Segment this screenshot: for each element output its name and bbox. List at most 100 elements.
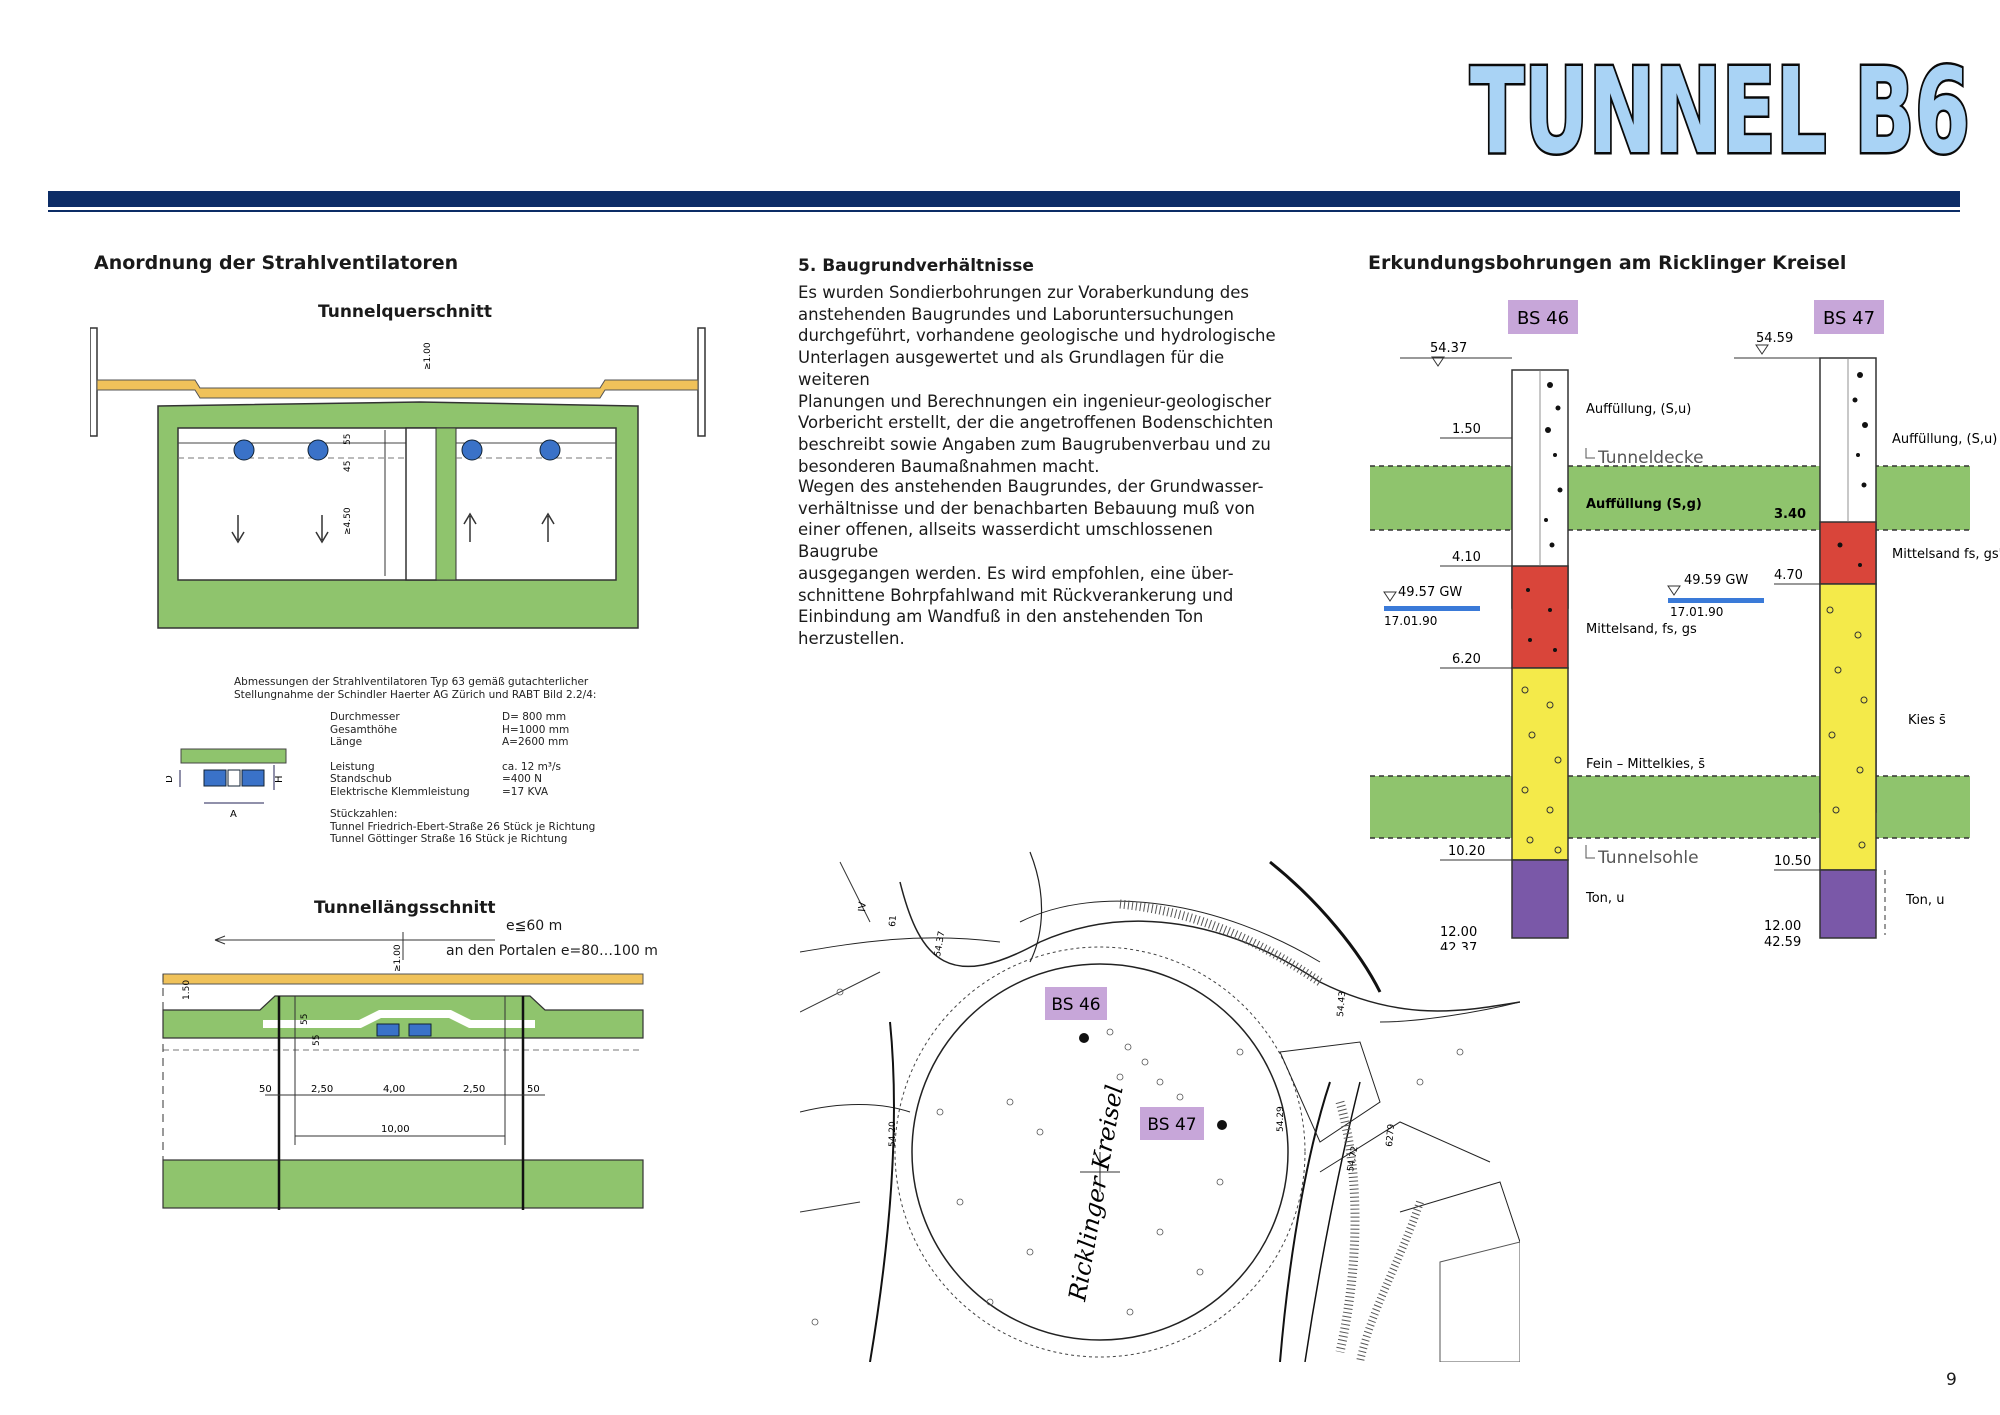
paragraph-1: Es wurden Sondierbohrungen zur Voraberku… xyxy=(798,282,1288,477)
borehole-profiles: BS 46 54.37 1.50 4.10 6.20 10.20 12.00 4… xyxy=(1370,300,2000,950)
spec-row: Standschub=400 N xyxy=(330,773,595,786)
bs46-gw-date: 17.01.90 xyxy=(1384,614,1437,628)
bs46-top: 54.37 xyxy=(1430,341,1467,356)
spec-row: Durchmesser D= 800 mm xyxy=(330,711,595,724)
text-line: Unterlagen ausgewertet und als Grundlage… xyxy=(798,348,1225,389)
map-label-bs46: BS 46 xyxy=(1051,995,1100,1015)
paragraph-2: Wegen des anstehenden Baugrundes, der Gr… xyxy=(798,476,1288,650)
spec-row: Länge A=2600 mm xyxy=(330,736,595,749)
long-dim-250a: 2,50 xyxy=(311,1084,333,1095)
count-line-2: Tunnel Göttinger Straße 16 Stück je Rich… xyxy=(330,833,568,845)
spec-label: Elektrische Klemmleistung xyxy=(330,785,470,798)
spec-value: =17 KVA xyxy=(502,785,549,798)
fan-dimension-sketch: D H A xyxy=(166,748,287,820)
text-line: ausgegangen werden. Es wird empfohlen, e… xyxy=(798,563,1234,583)
bs46-bottom: 42.37 xyxy=(1440,941,1477,950)
spec-value: =400 N xyxy=(502,773,543,785)
longitudinal-title: Tunnellängsschnitt xyxy=(314,898,496,918)
map-mark: 54.20 xyxy=(888,1121,898,1147)
long-dim-55b: 55 xyxy=(312,1035,322,1046)
tunnel-base-label: Tunnelsohle xyxy=(1597,848,1699,868)
counts-label: Stückzahlen: xyxy=(330,808,398,820)
text-line: Vorbericht erstellt, der die angetroffen… xyxy=(798,413,1274,433)
spec-row: Gesamthöhe H=1000 mm xyxy=(330,724,595,737)
fan-spec-table: Durchmesser D= 800 mm Gesamthöhe H=1000 mm… xyxy=(330,711,595,846)
bs46-layer: Ton, u xyxy=(1585,891,1624,906)
bs47-depth: 4.70 xyxy=(1774,568,1803,583)
spec-value: ca. 12 m³/s xyxy=(502,760,562,773)
bs47-gw: 49.59 GW xyxy=(1684,573,1748,588)
tunnel-longitudinal-drawing: ≥1.00 1.50 55 55 50 2,50 4,00 2,50 50 10… xyxy=(162,932,644,1210)
long-dim-250b: 2,50 xyxy=(463,1084,485,1095)
bs47-depth: 10.50 xyxy=(1774,854,1811,869)
bs46-depth: 10.20 xyxy=(1448,844,1485,859)
page-title: TUNNEL B6 xyxy=(1460,40,1980,183)
long-dim-400: 4,00 xyxy=(383,1084,405,1095)
cross-section-title: Tunnelquerschnitt xyxy=(318,302,493,322)
spec-row: Leistung ca. 12 m³/s xyxy=(330,761,595,774)
page-number: 9 xyxy=(1946,1370,1957,1390)
text-line: einer offenen, allseits wasserdicht umsc… xyxy=(798,520,1213,562)
text-line: beschreibt sowie Angaben zum Baugrubenve… xyxy=(798,434,1271,454)
bs47-layer: Mittelsand fs, gs' xyxy=(1892,547,2000,562)
text-line: besonderen Baumaßnahmen macht. xyxy=(798,456,1100,476)
cross-dim-55: 55 xyxy=(343,434,353,445)
site-map: BS 46 BS 47 Ricklinger Kreisel 54.20 54.… xyxy=(800,842,1520,1362)
cross-dim-cover: ≥1.00 xyxy=(423,342,433,370)
map-mark: 6279 xyxy=(1385,1123,1397,1147)
count-line-1: Tunnel Friedrich-Ebert-Straße 26 Stück j… xyxy=(330,820,596,833)
spec-label: Gesamthöhe xyxy=(330,723,398,736)
bs47-label: BS 47 xyxy=(1823,308,1875,329)
bs47-bottom: 42.59 xyxy=(1764,935,1801,950)
spec-value: A=2600 mm xyxy=(502,736,569,748)
tunnel-deck-label: Tunneldecke xyxy=(1597,448,1704,468)
text-line: herzustellen. xyxy=(798,628,905,648)
left-section-title: Anordnung der Strahlventilatoren xyxy=(94,252,459,274)
fan-spec-intro-line-1: Abmessungen der Strahlventilatoren Typ 6… xyxy=(234,676,589,688)
map-mark: 54.29 xyxy=(1276,1106,1286,1132)
text-line: Planungen und Berechnungen ein ingenieur… xyxy=(798,391,1272,411)
spec-value: D= 800 mm xyxy=(502,711,567,723)
long-dim-1000: 10,00 xyxy=(381,1124,410,1135)
spec-value: H=1000 mm xyxy=(502,723,570,736)
long-dim-cover: ≥1.00 xyxy=(393,944,403,972)
bs46-gw: 49.57 GW xyxy=(1398,585,1462,600)
right-section-title: Erkundungsbohrungen am Ricklinger Kreise… xyxy=(1368,252,1847,274)
bs46-depth: 1.50 xyxy=(1452,422,1481,437)
bs46-label: BS 46 xyxy=(1517,308,1569,329)
bs46-layer: Mittelsand, fs, gs xyxy=(1586,622,1697,637)
map-mark: IV xyxy=(857,901,869,912)
long-dim-50a: 50 xyxy=(259,1084,272,1095)
spec-label: Leistung xyxy=(330,760,375,773)
text-line: anstehenden Baugrundes und Laboruntersuc… xyxy=(798,304,1234,324)
bs47-layer: Ton, u xyxy=(1905,893,1944,908)
spec-row: Elektrische Klemmleistung =17 KVA xyxy=(330,786,595,799)
header-rule-thin xyxy=(48,210,1960,212)
bs47-depth: 12.00 xyxy=(1764,919,1801,934)
long-dim-150: 1.50 xyxy=(182,980,192,1000)
long-dim-50b: 50 xyxy=(527,1084,540,1095)
text-line: Es wurden Sondierbohrungen zur Voraberku… xyxy=(798,283,1249,302)
long-dim-55a: 55 xyxy=(300,1014,310,1025)
cross-dim-45: 45 xyxy=(343,461,353,472)
text-line: verhältnisse und der benachbarten Bebauu… xyxy=(798,498,1255,518)
dim-h-label: H xyxy=(274,775,285,783)
text-line: Wegen des anstehenden Baugrundes, der Gr… xyxy=(798,477,1264,496)
fan-spec-intro: Abmessungen der Strahlventilatoren Typ 6… xyxy=(234,676,596,701)
spec-label: Länge xyxy=(330,736,363,748)
map-label-bs47: BS 47 xyxy=(1147,1115,1196,1135)
tunnel-cross-section-drawing: ≥1.00 55 45 ≥4.50 xyxy=(90,327,706,629)
fan-spec-intro-line-2: Stellungnahme der Schindler Haerter AG Z… xyxy=(234,688,597,701)
title-text: TUNNEL B6 xyxy=(1470,42,1970,170)
text-line: Einbindung am Wandfuß in den anstehenden… xyxy=(798,607,1204,627)
spec-label: Durchmesser xyxy=(330,711,400,723)
header-rule xyxy=(48,191,1960,207)
bs46-depth: 4.10 xyxy=(1452,550,1481,565)
bs46-depth: 6.20 xyxy=(1452,652,1481,667)
bs47-layer: Auffüllung, (S,u) xyxy=(1892,432,1997,447)
bs46-depth: 12.00 xyxy=(1440,925,1477,940)
bs47-gw-date: 17.01.90 xyxy=(1670,605,1723,619)
bs46-layer: Auffüllung, (S,u) xyxy=(1586,402,1691,417)
map-mark: 54.72 xyxy=(1346,1145,1360,1172)
text-line: schnittene Bohrpfahlwand mit Rückveranke… xyxy=(798,585,1234,605)
